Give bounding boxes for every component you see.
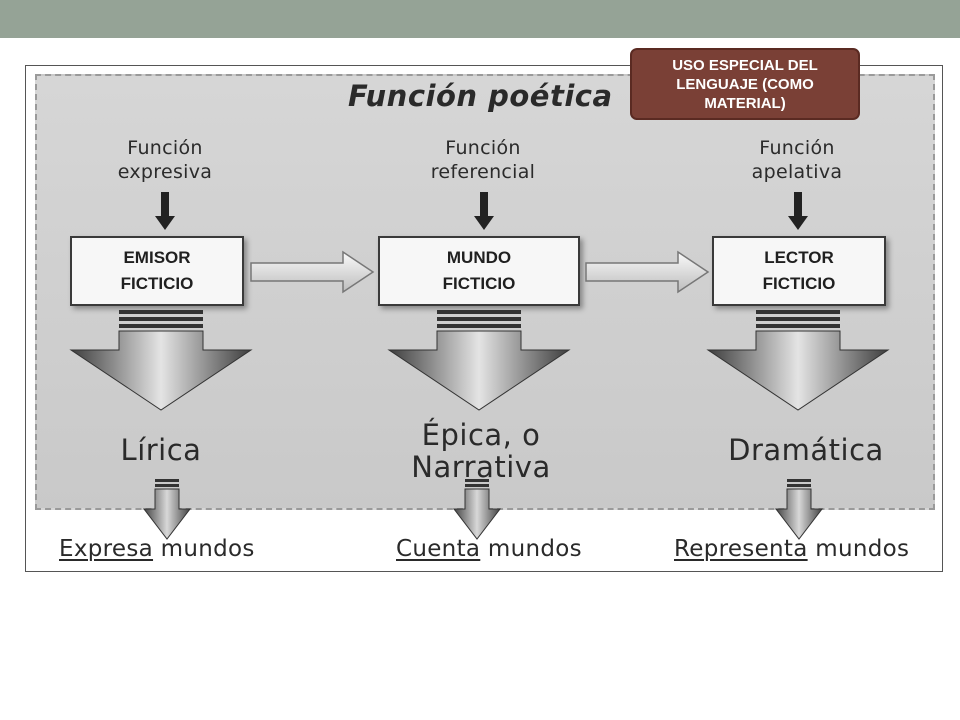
genre-line: Narrativa (411, 450, 551, 484)
outcome-verb: Representa (674, 536, 808, 562)
genre-line: Dramática (728, 433, 884, 467)
diagram-title: Función poética (348, 79, 613, 113)
genre-line: Lírica (120, 433, 202, 467)
function-label-expresiva: Función expresiva (70, 136, 260, 184)
box-lector-ficticio: LECTOR FICTICIO (712, 236, 886, 306)
right-arrow-icon (250, 250, 375, 294)
outcome-rest: mundos (807, 536, 910, 562)
function-label-line: referencial (430, 161, 536, 183)
function-label-line: Función (759, 137, 835, 159)
outcome-verb: Expresa (59, 536, 154, 562)
genre-line: Épica, o (421, 418, 541, 452)
outcome-rest: mundos (480, 536, 582, 562)
outcome-verb: Cuenta (396, 536, 481, 562)
large-down-arrow-icon (706, 310, 890, 411)
genre-epica-narrativa: Épica, o Narrativa (376, 419, 586, 483)
box-line: MUNDO (446, 248, 512, 267)
box-line: LECTOR (764, 248, 834, 267)
box-line: EMISOR (123, 248, 191, 267)
function-label-line: apelativa (751, 161, 843, 183)
down-arrow-icon (452, 479, 502, 540)
function-label-referencial: Función referencial (388, 136, 578, 184)
function-label-line: Función (127, 137, 203, 159)
function-label-apelativa: Función apelativa (702, 136, 892, 184)
genre-dramatica: Dramática (706, 434, 906, 466)
down-arrow-icon (788, 192, 808, 230)
outcome-cuenta-mundos: Cuenta mundos (396, 536, 582, 562)
down-arrow-icon (155, 192, 175, 230)
outcome-expresa-mundos: Expresa mundos (59, 536, 255, 562)
diagram-figure: Función poética Función expresiva Funció… (25, 65, 943, 572)
outcome-rest: mundos (153, 536, 255, 562)
callout-text: USO ESPECIAL DEL LENGUAJE (COMO MATERIAL… (672, 56, 818, 112)
box-emisor-ficticio: EMISOR FICTICIO (70, 236, 244, 306)
box-mundo-ficticio: MUNDO FICTICIO (378, 236, 580, 306)
down-arrow-icon (474, 192, 494, 230)
function-label-line: expresiva (117, 161, 213, 183)
large-down-arrow-icon (69, 310, 253, 411)
box-line: FICTICIO (442, 274, 516, 293)
genre-lirica: Lírica (66, 434, 256, 466)
down-arrow-icon (142, 479, 192, 540)
function-label-line: Función (445, 137, 521, 159)
outcome-representa-mundos: Representa mundos (674, 536, 909, 562)
box-line: FICTICIO (120, 274, 194, 293)
down-arrow-icon (774, 479, 824, 540)
box-line: FICTICIO (762, 274, 836, 293)
header-bar (0, 0, 960, 38)
callout-badge: USO ESPECIAL DEL LENGUAJE (COMO MATERIAL… (630, 48, 860, 120)
large-down-arrow-icon (387, 310, 571, 411)
right-arrow-icon (585, 250, 710, 294)
